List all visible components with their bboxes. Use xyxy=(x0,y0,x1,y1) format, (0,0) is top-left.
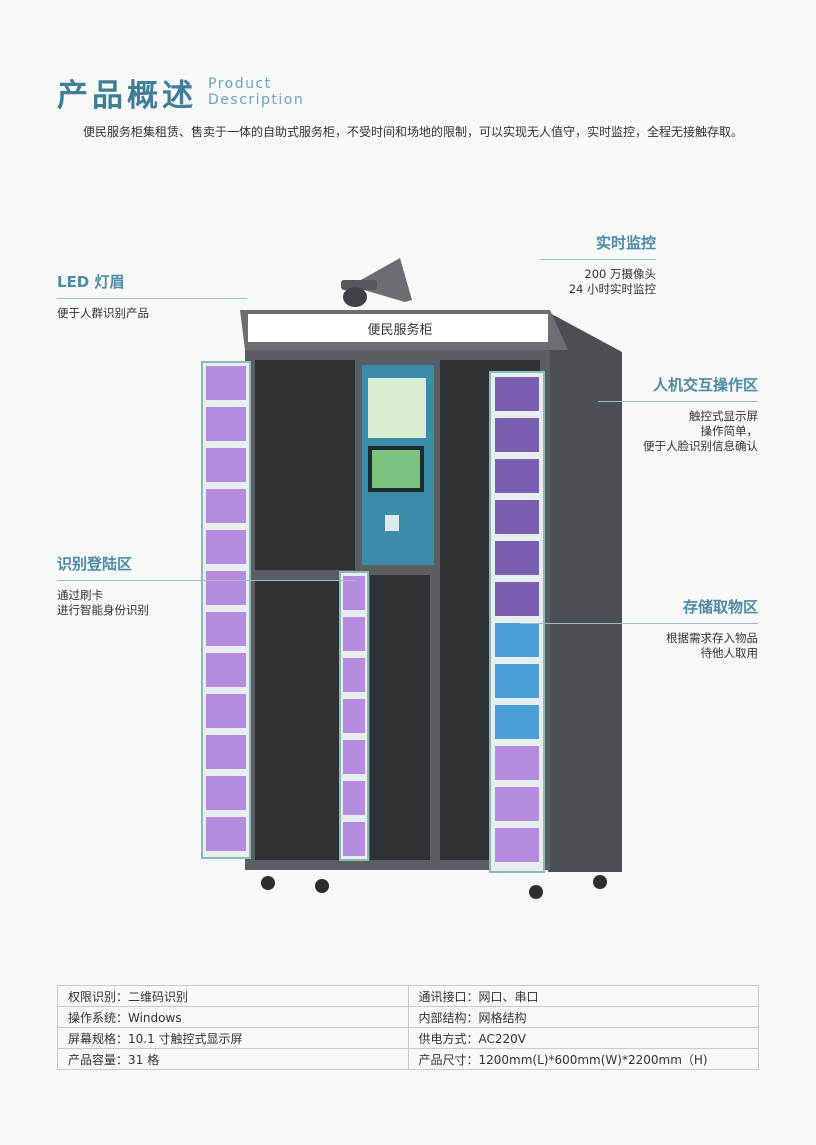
callout-realtime-title: 实时监控 xyxy=(595,234,656,252)
left-compartments xyxy=(255,360,355,860)
door-panel xyxy=(206,612,246,646)
spec-cell: 产品尺寸：1200mm(L)*600mm(W)*2200mm（H) xyxy=(407,1048,759,1070)
door-panel xyxy=(206,735,246,769)
door-panel xyxy=(206,571,246,605)
spec-cell: 权限识别：二维码识别 xyxy=(57,985,409,1007)
spec-cell: 产品容量：31 格 xyxy=(57,1048,409,1070)
callout-hmi-title: 人机交互操作区 xyxy=(652,376,758,394)
intro-paragraph: 便民服务柜集租赁、售卖于一体的自助式服务柜，不受时间和场地的限制，可以实现无人值… xyxy=(83,125,744,139)
callout-storage-line2: 待他人取用 xyxy=(700,646,759,660)
callout-realtime: 实时监控 200 万摄像头 24 小时实时监控 xyxy=(540,232,656,297)
divider xyxy=(520,623,758,624)
cabinet-illustration: 便民服务柜 xyxy=(201,258,622,899)
camera-icon xyxy=(341,258,412,307)
spec-cell: 通讯接口：网口、串口 xyxy=(407,985,759,1007)
door-panel xyxy=(495,500,539,534)
door-panel xyxy=(206,448,246,482)
callout-storage: 存储取物区 根据需求存入物品 待他人取用 xyxy=(520,596,758,661)
spec-table: 权限识别：二维码识别 通讯接口：网口、串口 操作系统：Windows 内部结构：… xyxy=(57,985,759,1070)
table-row: 权限识别：二维码识别 通讯接口：网口、串口 xyxy=(57,985,759,1007)
title-en-line1: Product xyxy=(208,76,272,92)
door-panel xyxy=(343,781,365,815)
door-panel xyxy=(495,418,539,452)
card-reader xyxy=(385,515,399,531)
door-panel xyxy=(495,746,539,780)
callout-hmi-line1: 触控式显示屏 xyxy=(689,409,758,423)
divider xyxy=(598,401,758,402)
callout-id-line1: 通过刷卡 xyxy=(57,588,103,602)
door-panel xyxy=(495,582,539,616)
callout-storage-line1: 根据需求存入物品 xyxy=(666,631,758,645)
spec-cell: 操作系统：Windows xyxy=(57,1006,409,1028)
door-panel xyxy=(343,617,365,651)
callout-storage-title: 存储取物区 xyxy=(682,598,758,616)
divider xyxy=(540,259,656,260)
door-panel xyxy=(206,407,246,441)
door-panel xyxy=(206,653,246,687)
middle-compartments xyxy=(370,575,430,860)
door-panel xyxy=(206,694,246,728)
page-title: 产品概述 xyxy=(57,78,197,114)
door-panel xyxy=(495,623,539,657)
door-panel xyxy=(495,459,539,493)
door-panel xyxy=(206,366,246,400)
cabinet-sign: 便民服务柜 xyxy=(367,322,432,338)
divider xyxy=(57,580,357,581)
callout-id-line2: 进行智能身份识别 xyxy=(57,603,149,617)
callout-hmi-line2: 操作简单， xyxy=(700,424,759,438)
right-door xyxy=(489,371,545,873)
callout-id-title: 识别登陆区 xyxy=(57,555,133,573)
top-display xyxy=(368,378,426,438)
door-panel xyxy=(495,787,539,821)
door-panel xyxy=(343,740,365,774)
door-panel xyxy=(206,776,246,810)
door-panel xyxy=(206,530,246,564)
cabinet-side xyxy=(548,312,622,872)
door-panel xyxy=(206,489,246,523)
door-panel xyxy=(343,658,365,692)
door-panel xyxy=(495,828,539,862)
callout-hmi: 人机交互操作区 触控式显示屏 操作简单， 便于人脸识别信息确认 xyxy=(598,374,758,454)
door-panel xyxy=(495,664,539,698)
divider xyxy=(57,298,247,299)
led-strip xyxy=(248,314,548,342)
table-row: 屏幕规格：10.1 寸触控式显示屏 供电方式：AC220V xyxy=(57,1027,759,1049)
door-frame xyxy=(201,361,251,859)
callout-led-title: LED 灯眉 xyxy=(57,273,125,291)
table-row: 产品容量：31 格 产品尺寸：1200mm(L)*600mm(W)*2200mm… xyxy=(57,1048,759,1070)
door-panel xyxy=(495,705,539,739)
door-panel xyxy=(206,817,246,851)
spec-cell: 内部结构：网格结构 xyxy=(407,1006,759,1028)
door-panel xyxy=(343,822,365,856)
title-en-line2: Description xyxy=(208,92,305,108)
table-row: 操作系统：Windows 内部结构：网格结构 xyxy=(57,1006,759,1028)
callout-led: LED 灯眉 便于人群识别产品 xyxy=(57,271,247,321)
door-panel xyxy=(343,699,365,733)
inner-door xyxy=(339,571,369,861)
door-panel xyxy=(343,576,365,610)
callout-id: 识别登陆区 通过刷卡 进行智能身份识别 xyxy=(57,553,357,618)
spec-cell: 供电方式：AC220V xyxy=(407,1027,759,1049)
left-door xyxy=(201,361,251,859)
callout-realtime-line2: 24 小时实时监控 xyxy=(568,282,656,296)
spec-cell: 屏幕规格：10.1 寸触控式显示屏 xyxy=(57,1027,409,1049)
callout-led-line1: 便于人群识别产品 xyxy=(57,306,149,320)
page-title-en: Product Description xyxy=(208,76,304,108)
door-panel xyxy=(495,541,539,575)
callout-hmi-line3: 便于人脸识别信息确认 xyxy=(643,439,758,453)
callout-realtime-line1: 200 万摄像头 xyxy=(584,267,656,281)
wheels xyxy=(261,875,607,899)
door-panel xyxy=(495,377,539,411)
